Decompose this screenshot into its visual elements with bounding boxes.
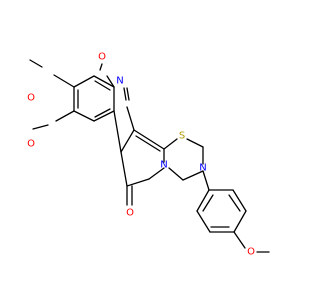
bond bbox=[73, 75, 95, 88]
bond bbox=[53, 74, 75, 88]
atom-labels: O O O O O N N N S bbox=[27, 52, 255, 258]
bond bbox=[202, 194, 214, 212]
bond bbox=[126, 178, 150, 187]
atom-label-oxygen: O bbox=[126, 208, 134, 219]
bond bbox=[135, 135, 161, 152]
bond bbox=[126, 106, 135, 131]
bond bbox=[196, 189, 210, 212]
bond bbox=[148, 167, 165, 180]
bond bbox=[94, 108, 111, 118]
bond bbox=[99, 63, 103, 71]
bond bbox=[228, 194, 241, 212]
bond bbox=[163, 138, 178, 150]
bond bbox=[233, 231, 246, 249]
bond bbox=[196, 210, 211, 233]
bond bbox=[32, 124, 49, 130]
atom-label-sulfur: S bbox=[179, 131, 185, 142]
bond bbox=[123, 87, 127, 101]
bond bbox=[168, 167, 184, 181]
bond bbox=[133, 129, 165, 150]
atom-label-oxygen: O bbox=[27, 139, 35, 150]
bond bbox=[73, 110, 95, 122]
bond bbox=[29, 59, 43, 68]
bond bbox=[202, 170, 210, 191]
bond bbox=[120, 151, 128, 187]
bond bbox=[93, 75, 115, 88]
bond bbox=[55, 110, 75, 122]
atom-label-oxygen: O bbox=[98, 52, 106, 63]
bond bbox=[126, 87, 130, 101]
bond bbox=[182, 170, 204, 181]
bond bbox=[94, 80, 111, 91]
bond bbox=[120, 129, 135, 153]
bond bbox=[232, 189, 247, 212]
bond bbox=[113, 110, 122, 153]
bond bbox=[93, 110, 115, 122]
atom-label-nitrogen: N bbox=[199, 163, 206, 174]
atom-label-oxygen: O bbox=[27, 93, 35, 104]
bond bbox=[186, 138, 204, 148]
atom-label-nitrogen: N bbox=[116, 76, 123, 87]
atom-label-oxygen: O bbox=[247, 247, 255, 258]
bond-network bbox=[29, 59, 270, 253]
bond bbox=[233, 210, 247, 233]
bond bbox=[106, 75, 115, 88]
atom-label-nitrogen: N bbox=[160, 160, 167, 171]
molecule-structure: O O O O O N N N S bbox=[27, 52, 270, 258]
